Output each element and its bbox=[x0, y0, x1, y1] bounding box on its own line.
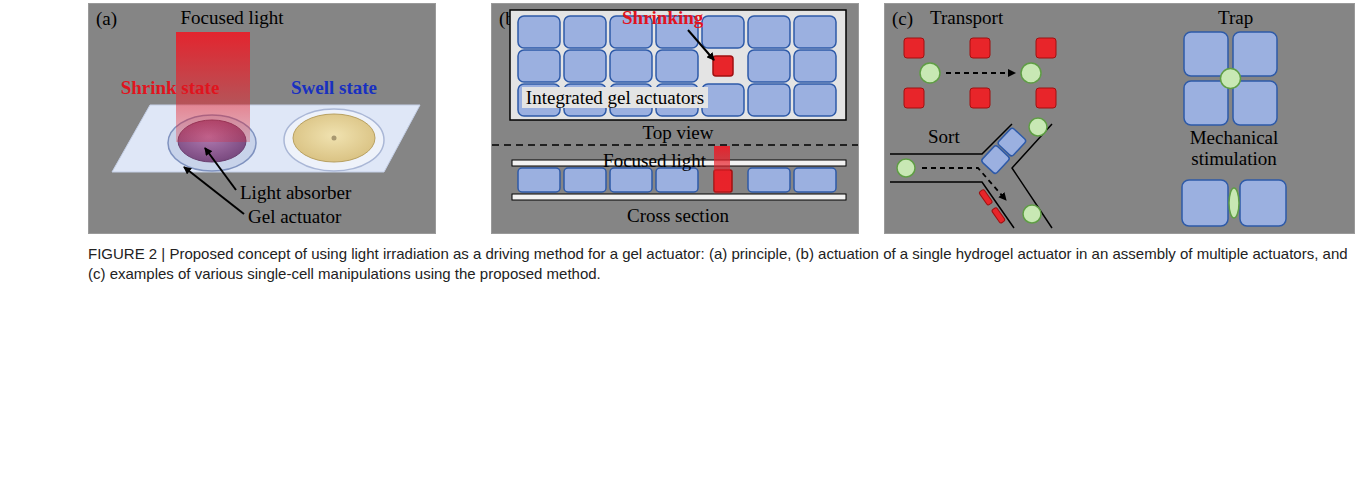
cell bbox=[1221, 69, 1241, 89]
cell bbox=[1029, 118, 1047, 136]
cell bbox=[897, 159, 915, 177]
shrunk-gel bbox=[970, 88, 990, 108]
leader-arrow bbox=[688, 30, 714, 60]
gel-actuator bbox=[1240, 180, 1286, 226]
part-label: Integrated gel actuators bbox=[522, 87, 708, 108]
shrunk-gel bbox=[1036, 38, 1056, 58]
gel-actuator bbox=[564, 50, 606, 82]
leader-arrow bbox=[184, 167, 244, 214]
panel-letter: (a) bbox=[96, 8, 117, 30]
gel-actuator bbox=[1233, 81, 1277, 125]
gel-actuator bbox=[748, 16, 790, 48]
gel-actuator bbox=[794, 16, 836, 48]
cell bbox=[1023, 205, 1041, 223]
branch-gels bbox=[981, 127, 1027, 174]
shrunk-gel bbox=[713, 56, 733, 76]
gel-actuator bbox=[702, 84, 744, 116]
view-label: Cross section bbox=[627, 205, 729, 226]
action-label: Shrinking bbox=[622, 7, 703, 28]
gel-actuator bbox=[610, 50, 652, 82]
figure-caption: FIGURE 2 | Proposed concept of using lig… bbox=[88, 244, 1350, 284]
gel-actuator-swollen bbox=[284, 109, 384, 171]
shrunk-gel bbox=[970, 38, 990, 58]
beam-label: Focused light bbox=[181, 7, 284, 28]
bottom-plate bbox=[512, 194, 846, 200]
part-label: Light absorber bbox=[240, 182, 351, 203]
gel-actuator bbox=[564, 16, 606, 48]
state-label: Shrink state bbox=[121, 77, 220, 98]
leader-arrow bbox=[205, 148, 236, 190]
shrunk-gel bbox=[904, 88, 924, 108]
gel-actuator bbox=[656, 168, 698, 192]
function-label: Transport bbox=[930, 7, 1003, 28]
gel-actuator bbox=[518, 50, 560, 82]
gel-actuator bbox=[518, 16, 560, 48]
gel-actuator bbox=[1184, 32, 1228, 76]
light-absorber-swollen bbox=[293, 114, 375, 162]
motion-arrow bbox=[922, 168, 1006, 200]
function-label: Sort bbox=[928, 126, 960, 147]
state-label: Swell state bbox=[291, 77, 377, 98]
gel-grid bbox=[518, 16, 836, 116]
gel-actuator bbox=[1184, 81, 1228, 125]
gel-actuator bbox=[702, 16, 744, 48]
light-beam bbox=[714, 146, 730, 194]
gel-actuator bbox=[748, 84, 790, 116]
gel-actuator bbox=[748, 168, 790, 192]
shrunk-gel bbox=[904, 38, 924, 58]
center-dot bbox=[332, 136, 337, 141]
part-label: Gel actuator bbox=[248, 206, 341, 227]
cell bbox=[1021, 63, 1041, 83]
gel-actuator bbox=[518, 168, 560, 192]
gel-actuator bbox=[610, 168, 652, 192]
gel-actuator bbox=[564, 168, 606, 192]
gel-actuator bbox=[1182, 180, 1228, 226]
gel-actuator bbox=[794, 50, 836, 82]
gel-actuator bbox=[794, 84, 836, 116]
function-label: Trap bbox=[1218, 7, 1253, 28]
panel-letter: (c) bbox=[892, 8, 913, 30]
gel-actuator bbox=[656, 50, 698, 82]
cell bbox=[920, 63, 940, 83]
gel-row bbox=[518, 168, 836, 192]
function-label: Mechanical stimulation bbox=[1169, 127, 1299, 169]
gel-actuator bbox=[748, 50, 790, 82]
shrunk-gel bbox=[1036, 88, 1056, 108]
gel-actuator bbox=[794, 168, 836, 192]
substrate-plane bbox=[112, 105, 420, 172]
gel-actuator bbox=[1233, 32, 1277, 76]
squeezed-cell bbox=[1229, 188, 1239, 218]
view-label: Top view bbox=[643, 122, 714, 143]
motion-arrow bbox=[946, 72, 1015, 74]
divider bbox=[492, 144, 858, 146]
beam-label: Focused light bbox=[603, 150, 706, 171]
